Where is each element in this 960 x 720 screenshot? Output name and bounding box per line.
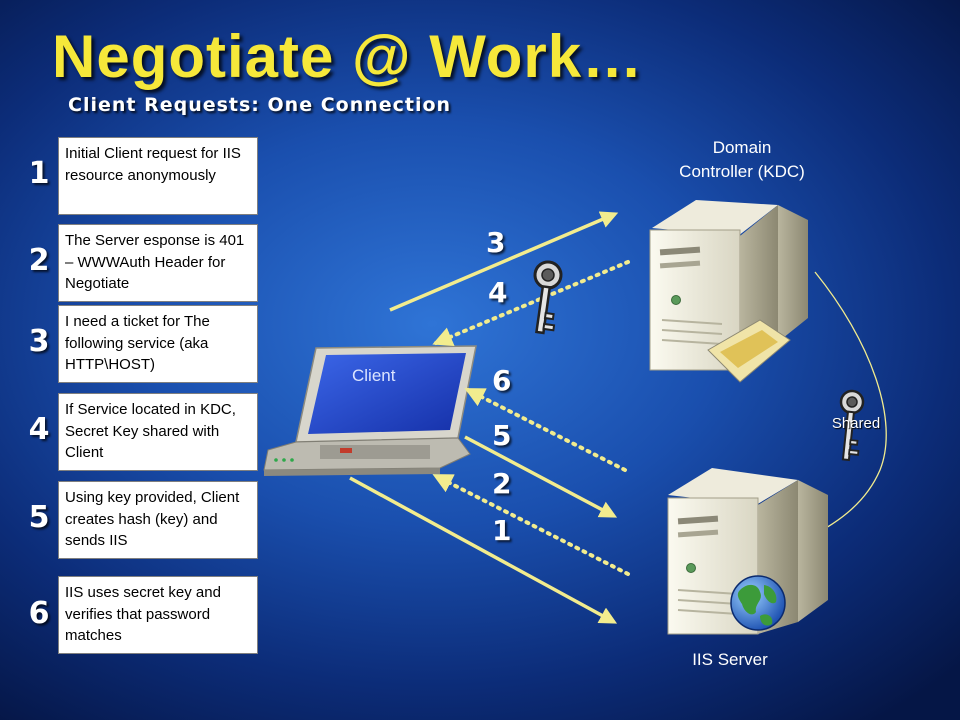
domain-controller-label-line1: Domain [712, 138, 772, 157]
arrow-1-solid [349, 476, 618, 624]
step-number-4: 4 [28, 412, 50, 447]
domain-controller-label: Domain Controller (KDC) [652, 136, 832, 184]
step-box-1: Initial Client request for IIS resource … [58, 137, 258, 215]
arrow-5-solid [464, 435, 618, 518]
shared-link-curve [799, 271, 887, 543]
arrow-number-4: 4 [488, 276, 508, 309]
step-number-6: 6 [28, 596, 50, 631]
arrow-number-1: 1 [492, 514, 512, 547]
domain-controller-label-line2: Controller (KDC) [679, 162, 805, 181]
domain-controller-icon [649, 200, 808, 383]
shared-label: Shared [831, 415, 881, 432]
arrow-number-3: 3 [486, 226, 506, 259]
client-label: Client [352, 366, 396, 385]
iis-server-icon [667, 468, 828, 635]
step-number-5: 5 [28, 500, 50, 535]
arrow-number-2: 2 [492, 467, 512, 500]
step-number-1: 1 [28, 156, 50, 191]
arrow-number-5: 5 [492, 419, 512, 452]
arrow-6-dotted [464, 388, 627, 472]
step-number-3: 3 [28, 324, 50, 359]
globe-icon [730, 575, 786, 631]
step-box-2: The Server esponse is 401 – WWWAuth Head… [58, 224, 258, 302]
iis-server-label: IIS Server [692, 650, 768, 669]
laptop-client-icon [263, 345, 477, 476]
step-box-6: IIS uses secret key and verifies that pa… [58, 576, 258, 654]
arrow-2-dotted [432, 474, 630, 576]
slide-subtitle: Client Requests: One Connection [68, 94, 452, 116]
step-box-5: Using key provided, Client creates hash … [58, 481, 258, 559]
key-icon [533, 260, 563, 335]
arrow-number-6: 6 [492, 364, 512, 397]
arrow-3-solid [389, 211, 619, 312]
step-box-3: I need a ticket for The following servic… [58, 305, 258, 383]
arrow-4-dotted [432, 260, 630, 346]
shared-key-icon [839, 389, 865, 462]
step-box-4: If Service located in KDC, Secret Key sh… [58, 393, 258, 471]
slide-title: Negotiate @ Work… [52, 23, 644, 90]
step-number-2: 2 [28, 243, 50, 278]
